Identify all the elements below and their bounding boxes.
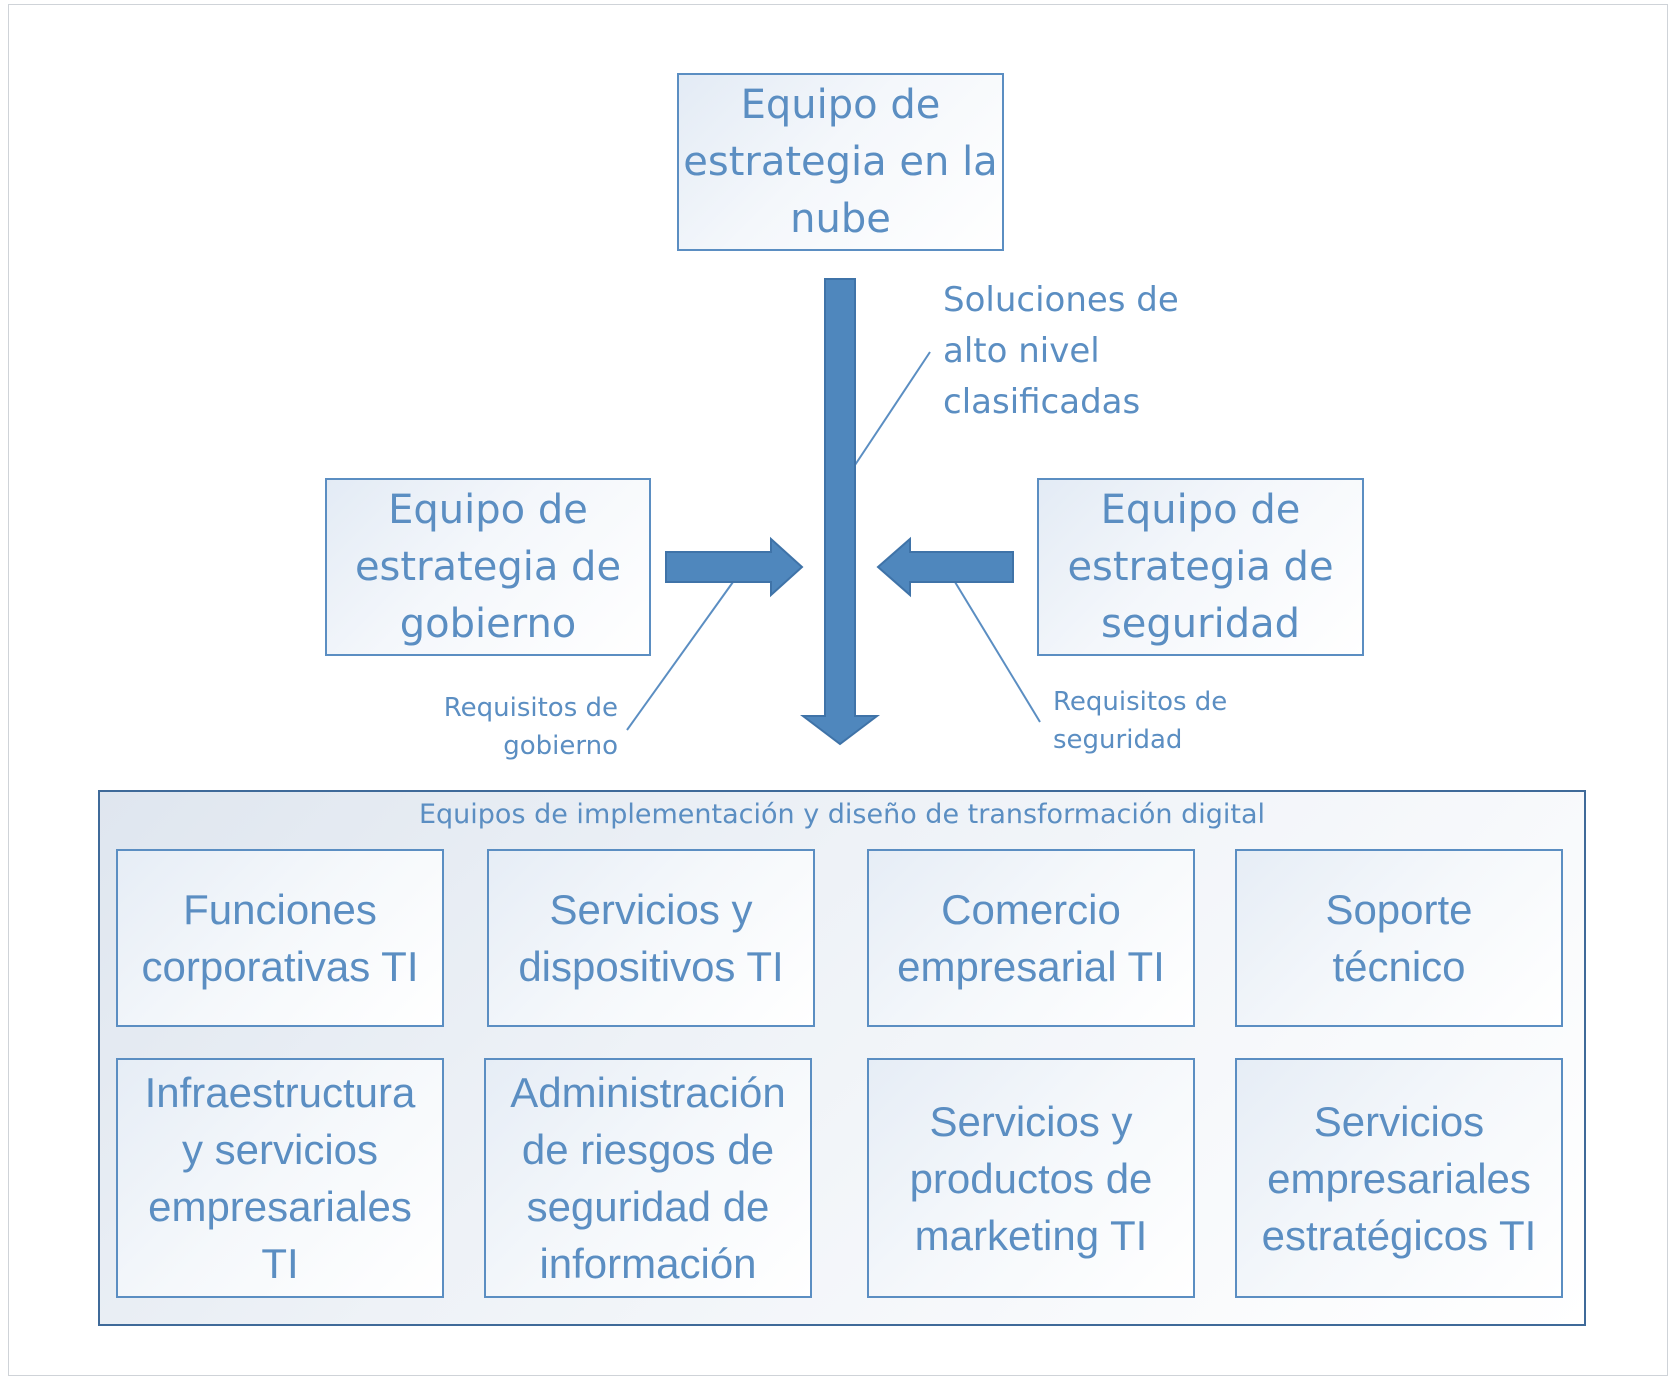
team-box-strategic-services: Servicios empresariales estratégicos TI (1235, 1058, 1563, 1298)
right-arrow (665, 536, 804, 598)
left-arrow (876, 536, 1014, 598)
right-team-box: Equipo de estrategia de seguridad (1037, 478, 1364, 656)
team-box-business-commerce: Comercio empresarial TI (867, 849, 1195, 1027)
flow-label-leader (854, 351, 931, 466)
team-box-infrastructure: Infraestructura y servicios empresariale… (116, 1058, 444, 1298)
team-box-services-devices: Servicios y dispositivos TI (487, 849, 815, 1027)
left-requirements-label: Requisitos de gobierno (443, 693, 618, 761)
flow-label: Soluciones de alto nivel clasificadas (943, 280, 1179, 422)
implementation-title: Equipos de implementación y diseño de tr… (418, 799, 1266, 830)
right-requirements-label: Requisitos de seguridad (1053, 687, 1228, 755)
team-box-security-risk: Administración de riesgos de seguridad d… (484, 1058, 812, 1298)
top-team-box: Equipo de estrategia en la nube (677, 73, 1004, 251)
team-box-technical-support: Soporte técnico (1235, 849, 1563, 1027)
team-box-marketing: Servicios y productos de marketing TI (867, 1058, 1195, 1298)
team-box-corporate-functions: Funciones corporativas TI (116, 849, 444, 1027)
right-requirements-leader (954, 581, 1041, 723)
left-requirements-leader (626, 581, 734, 731)
left-team-box: Equipo de estrategia de gobierno (325, 478, 651, 656)
down-arrow (800, 278, 880, 746)
